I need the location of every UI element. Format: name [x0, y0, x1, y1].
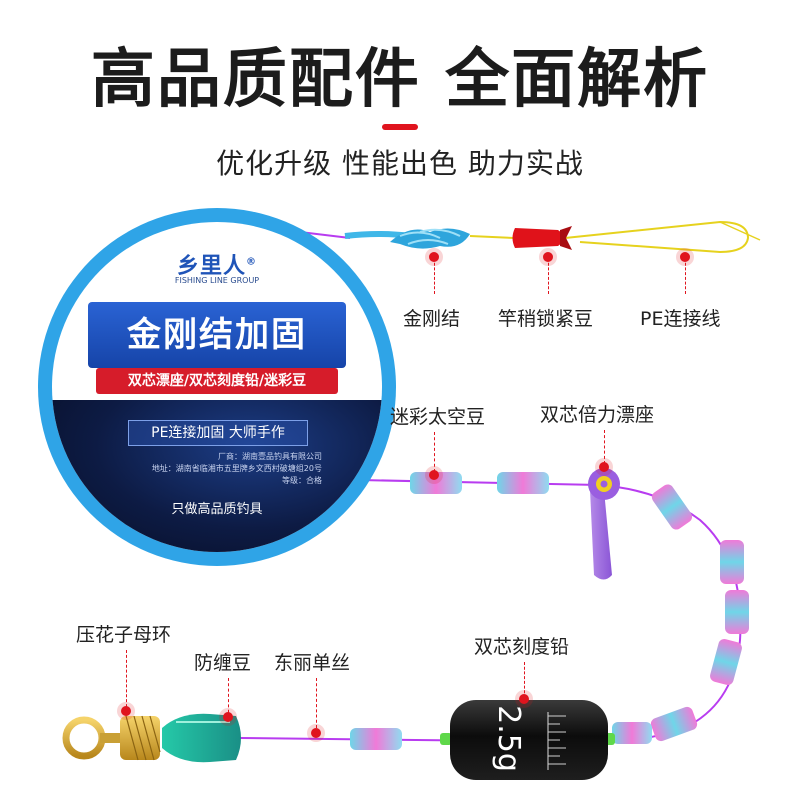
swivel-leader: [126, 650, 127, 712]
badge-components-band: 双芯漂座/双芯刻度铅/迷彩豆: [96, 368, 338, 394]
badge-grade: 等级：合格: [282, 476, 322, 485]
badge-tag: PE连接加固 大师手作: [128, 420, 308, 446]
badge-inner: 乡里人® FISHING LINE GROUP 金刚结加固 双芯漂座/双芯刻度铅…: [52, 222, 382, 552]
camo-bead-2: [497, 472, 549, 494]
camo-bead-7: [650, 706, 698, 742]
swivel-label: 压花子母环: [76, 624, 172, 646]
camo-bead-4: [720, 540, 744, 584]
anti-tangle-bead-illustration: [162, 713, 241, 763]
camo-bead-dot: [429, 470, 439, 480]
badge-main-band: 金刚结加固: [88, 302, 346, 368]
brand-name: 乡里人®: [52, 248, 382, 280]
product-badge: 乡里人® FISHING LINE GROUP 金刚结加固 双芯漂座/双芯刻度铅…: [38, 208, 396, 566]
sinker-weight-container: 2.5g: [478, 705, 538, 772]
badge-slogan: 只做高品质钓具: [171, 502, 263, 517]
camo-bead-9: [350, 728, 402, 750]
brand-mark: ®: [246, 256, 257, 268]
camo-bead-6: [710, 638, 742, 686]
mono-line-leader: [316, 678, 317, 728]
badge-address: 地址：湖南省临湘市五里牌乡文西村破塘组20号: [151, 464, 322, 473]
knot-illustration: [344, 228, 470, 249]
knot-leader: [434, 258, 435, 294]
pe-line-dot: [680, 252, 690, 262]
anti-tangle-label: 防缠豆: [194, 652, 252, 674]
page-title: 高品质配件 全面解析: [90, 43, 710, 117]
camo-bead-1: [410, 472, 462, 494]
badge-maker: 厂商：湖南壹品钓具有限公司: [218, 452, 322, 461]
brand-subtitle: FISHING LINE GROUP: [174, 276, 260, 285]
camo-bead-3: [651, 484, 693, 530]
mono-line-label: 东丽单丝: [274, 652, 351, 674]
swivel-dot: [121, 706, 131, 716]
sinker-weight: 2.5g: [490, 704, 526, 772]
sinker-dot: [519, 694, 529, 704]
badge-components-text: 双芯漂座/双芯刻度铅/迷彩豆: [127, 373, 307, 389]
swivel-illustration: [62, 715, 161, 761]
float-seat-leader: [604, 430, 605, 464]
float-seat-illustration: [588, 468, 620, 580]
tip-stopper-label: 竿稍锁紧豆: [498, 308, 594, 330]
sinker-illustration: [440, 700, 615, 780]
brand-text: 乡里人: [176, 254, 246, 279]
camo-bead-label: 迷彩太空豆: [390, 406, 486, 428]
mono-line-dot: [311, 728, 321, 738]
camo-bead-5: [725, 590, 749, 634]
knot-dot: [429, 252, 439, 262]
anti-tangle-dot: [223, 712, 233, 722]
anti-tangle-leader: [228, 678, 229, 718]
knot-label: 金刚结: [403, 308, 461, 330]
title-underline: [382, 124, 418, 130]
pe-line: [469, 220, 750, 254]
camo-bead-leader: [434, 432, 435, 472]
pe-line-leader: [685, 258, 686, 294]
badge-main-text: 金刚结加固: [127, 315, 307, 355]
sinker-label: 双芯刻度铅: [474, 636, 570, 658]
pe-line-label: PE连接线: [640, 308, 721, 330]
tip-stopper-leader: [548, 258, 549, 294]
float-seat-label: 双芯倍力漂座: [540, 404, 655, 426]
page-subtitle: 优化升级 性能出色 助力实战: [216, 147, 584, 180]
camo-bead-8: [612, 722, 652, 744]
sinker-leader: [524, 662, 525, 698]
tip-stopper-dot: [543, 252, 553, 262]
float-seat-dot: [599, 462, 609, 472]
tip-stopper-illustration: [512, 226, 572, 250]
